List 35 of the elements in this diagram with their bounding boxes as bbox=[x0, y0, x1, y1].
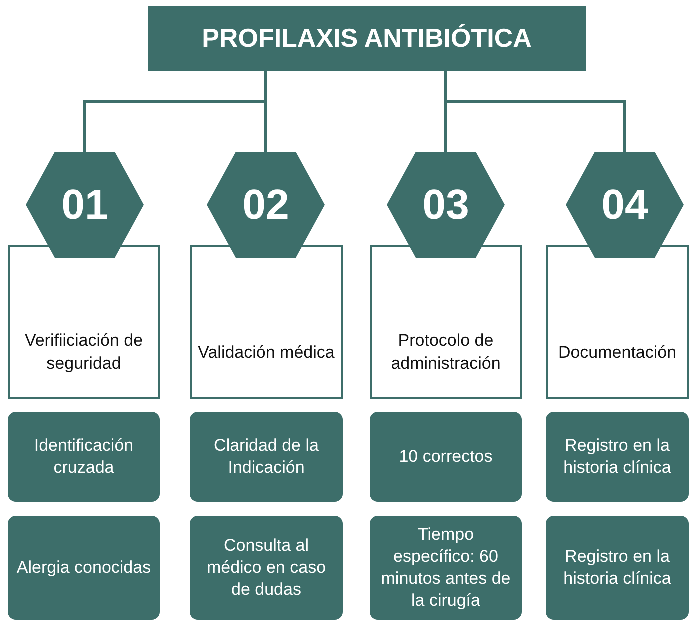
step-number: 01 bbox=[62, 181, 108, 229]
step-hexagon bbox=[26, 152, 144, 258]
step-card bbox=[370, 245, 522, 399]
card-text: Documentación bbox=[558, 342, 677, 364]
card-text: Validación médica bbox=[198, 342, 335, 364]
detail-card bbox=[546, 412, 689, 502]
card-text: Registro en la historia clínica bbox=[562, 546, 672, 590]
detail-card bbox=[546, 516, 689, 620]
card-text: Protocolo de administración bbox=[390, 330, 502, 375]
card-text: Registro en la historia clínica bbox=[562, 435, 672, 479]
step-hexagon bbox=[207, 152, 325, 258]
card-text: Identificación cruzada bbox=[33, 435, 135, 479]
detail-card bbox=[370, 412, 522, 502]
card-text: Consulta al médico en caso de dudas bbox=[206, 535, 328, 601]
step-number: 04 bbox=[602, 181, 648, 229]
card-text: Verifiiciación de seguridad bbox=[24, 330, 144, 375]
detail-card bbox=[190, 516, 343, 620]
step-card bbox=[190, 245, 343, 399]
step-card bbox=[546, 245, 689, 399]
card-text: 10 correctos bbox=[399, 446, 493, 468]
step-number: 02 bbox=[242, 181, 290, 229]
title-banner bbox=[148, 6, 586, 71]
detail-card bbox=[8, 412, 160, 502]
title-text: PROFILAXIS ANTIBIÓTICA bbox=[202, 23, 532, 54]
step-hexagon bbox=[387, 152, 505, 258]
detail-card bbox=[8, 516, 160, 620]
step-number: 03 bbox=[422, 181, 470, 229]
card-text: Tiempo específico: 60 minutos antes de la cirugía bbox=[380, 524, 512, 612]
card-text: Claridad de la Indicación bbox=[213, 435, 320, 479]
step-hexagon bbox=[566, 152, 684, 258]
detail-card bbox=[190, 412, 343, 502]
connector-line bbox=[444, 71, 626, 152]
detail-card bbox=[370, 516, 522, 620]
card-text: Alergia conocidas bbox=[16, 557, 152, 579]
step-card bbox=[8, 245, 160, 399]
